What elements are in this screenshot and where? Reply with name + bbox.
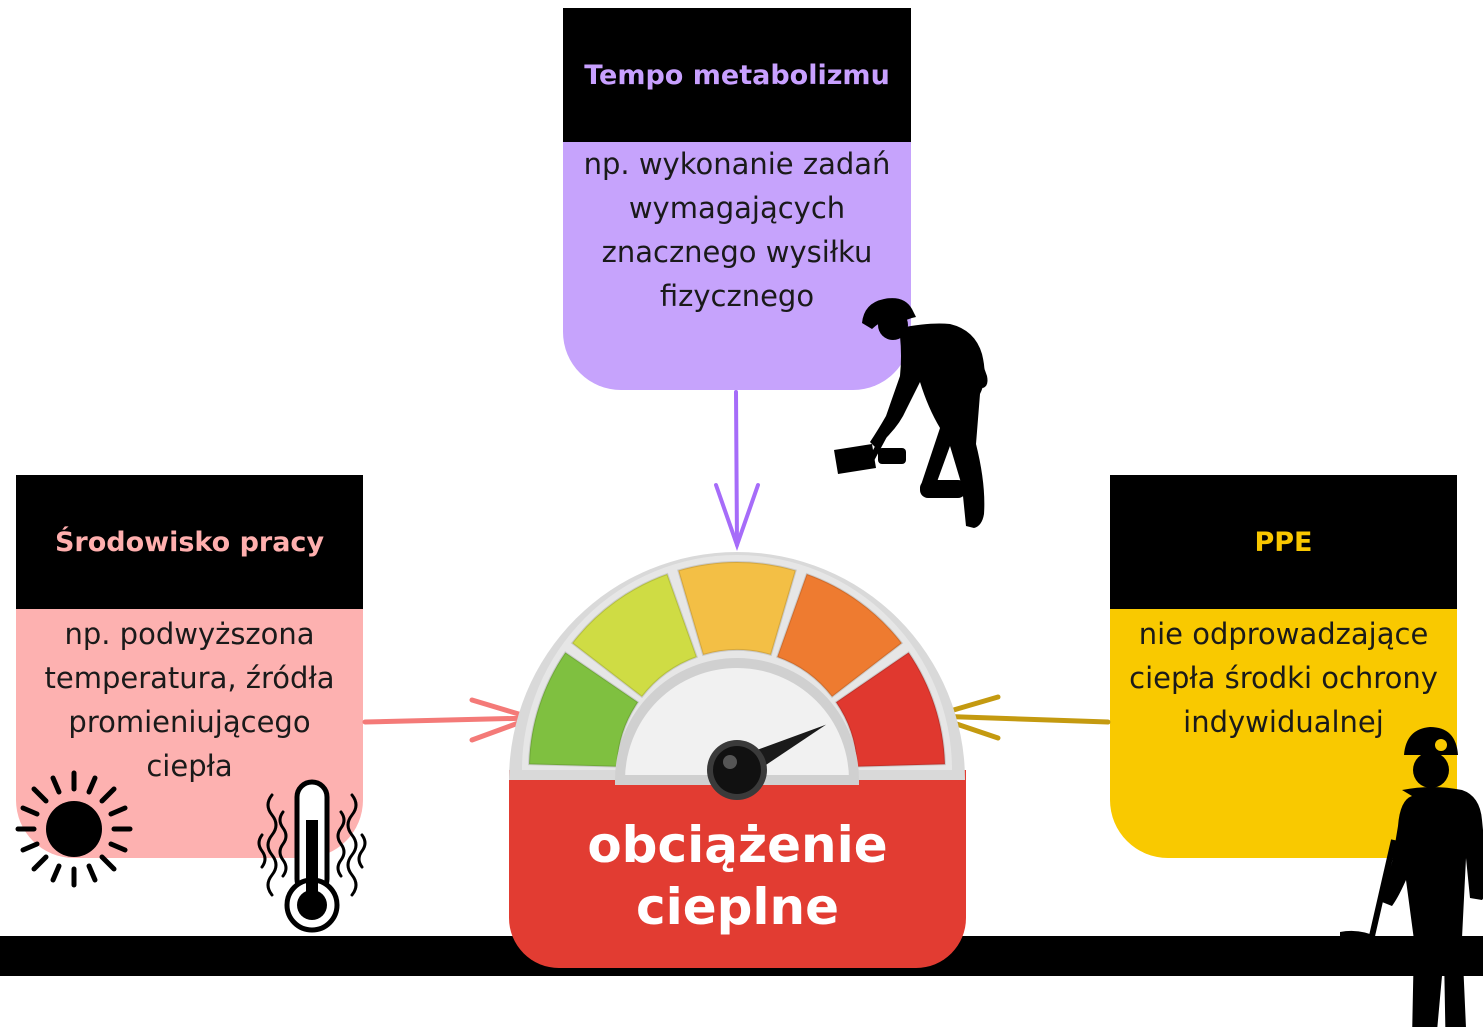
metabolism-arrow	[714, 390, 760, 552]
gauge-needle	[707, 724, 827, 800]
metabolism-line-3: znacznego wysiłku	[601, 235, 873, 269]
gauge-label-line-2: cieplne	[635, 878, 840, 936]
environment-line-2: temperatura, źródła	[44, 661, 335, 695]
metabolism-line-1: np. wykonanie zadań	[583, 147, 891, 181]
ppe-line-2: ciepła środki ochrony	[1129, 661, 1438, 695]
gauge-segment-green	[528, 651, 640, 768]
sun-icon	[15, 770, 133, 888]
metabolism-line-2: wymagających	[628, 191, 846, 225]
environment-title: Środowisko pracy	[54, 526, 325, 558]
environment-arrow	[362, 697, 540, 743]
gauge-label-line-1: obciążenie	[587, 816, 888, 874]
metabolism-card-body: np. wykonanie zadań wymagających znaczne…	[563, 120, 911, 390]
gauge-segment-red	[834, 651, 946, 768]
ppe-title: PPE	[1254, 526, 1313, 558]
gauge-base	[509, 770, 966, 968]
ppe-line-1: nie odprowadzające	[1138, 617, 1429, 651]
worker-shoveling-icon	[834, 298, 988, 528]
metabolism-title: Tempo metabolizmu	[584, 59, 890, 91]
environment-line-1: np. podwyższona	[64, 617, 315, 651]
ppe-card-body: nie odprowadzające ciepła środki ochrony…	[1110, 590, 1457, 858]
gauge-label: obciążenie cieplne	[509, 814, 966, 938]
gauge-segment-lime	[570, 572, 699, 699]
gauge-dial	[509, 552, 965, 785]
ppe-header: PPE	[1110, 475, 1457, 609]
environment-line-3: promieniującego	[68, 705, 311, 739]
environment-line-4: ciepła	[146, 749, 233, 783]
gauge-segment-orange	[775, 572, 904, 699]
metabolism-header: Tempo metabolizmu	[563, 8, 911, 142]
metabolism-line-4: fizycznego	[659, 279, 815, 313]
environment-header: Środowisko pracy	[16, 475, 363, 609]
gauge-segment-yellow	[677, 561, 797, 657]
ppe-line-3: indywidualnej	[1183, 705, 1384, 739]
miner-icon	[1340, 727, 1483, 1027]
thermometer-icon	[257, 779, 367, 933]
